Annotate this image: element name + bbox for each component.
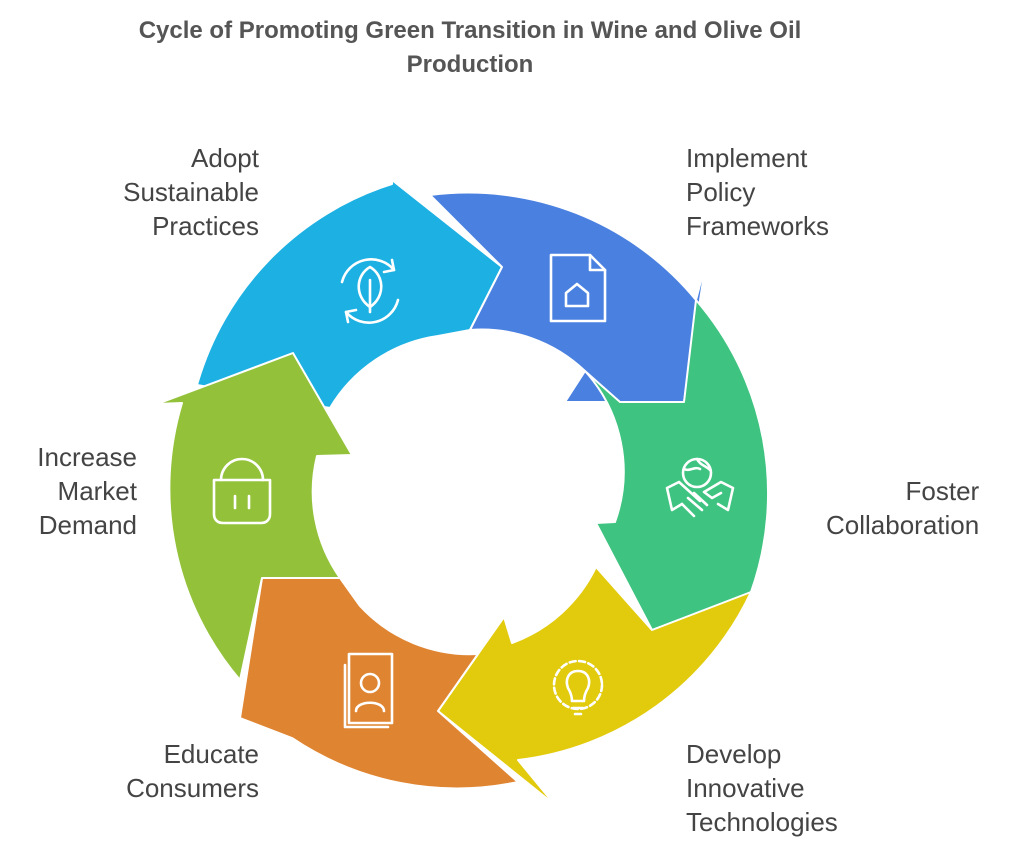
title-line-1: Cycle of Promoting Green Transition in W… [138, 17, 802, 44]
label-increase-market-demand: Increase Market Demand [37, 440, 137, 542]
label-line: Demand [38, 510, 137, 540]
handshake-globe-icon [665, 457, 735, 518]
shopping-basket-icon [212, 457, 272, 525]
label-line: Innovative [686, 773, 805, 803]
diagram-title: Cycle of Promoting Green Transition in W… [40, 14, 900, 82]
label-line: Develop [686, 739, 782, 769]
label-line: Sustainable [123, 177, 259, 207]
label-line: Foster [905, 476, 980, 506]
label-line: Increase [37, 442, 137, 472]
segment-develop-innovative-technologies [437, 566, 752, 806]
label-develop-innovative-technologies: Develop Innovative Technologies [686, 737, 838, 839]
label-line: Frameworks [686, 211, 830, 241]
lightbulb-gear-icon [552, 659, 604, 716]
segment-adopt-sustainable-practices [196, 179, 503, 409]
label-implement-policy-frameworks: Implement Policy Frameworks [686, 141, 829, 243]
label-line: Consumers [126, 773, 259, 803]
segment-increase-market-demand [156, 352, 353, 681]
label-line: Implement [686, 143, 808, 173]
label-line: Market [57, 476, 137, 506]
label-line: Practices [152, 211, 259, 241]
label-line: Educate [163, 739, 259, 769]
label-line: Adopt [191, 143, 259, 173]
label-educate-consumers: Educate Consumers [126, 737, 259, 805]
label-foster-collaboration: Foster Collaboration [826, 474, 979, 542]
label-line: Collaboration [826, 510, 980, 540]
label-line: Policy [686, 177, 756, 207]
person-book-icon [343, 652, 394, 729]
title-line-2: Production [406, 51, 534, 78]
label-line: Technologies [686, 807, 838, 837]
label-adopt-sustainable-practices: Adopt Sustainable Practices [123, 141, 259, 243]
leaf-recycle-icon [340, 258, 400, 324]
document-house-icon [549, 253, 607, 323]
